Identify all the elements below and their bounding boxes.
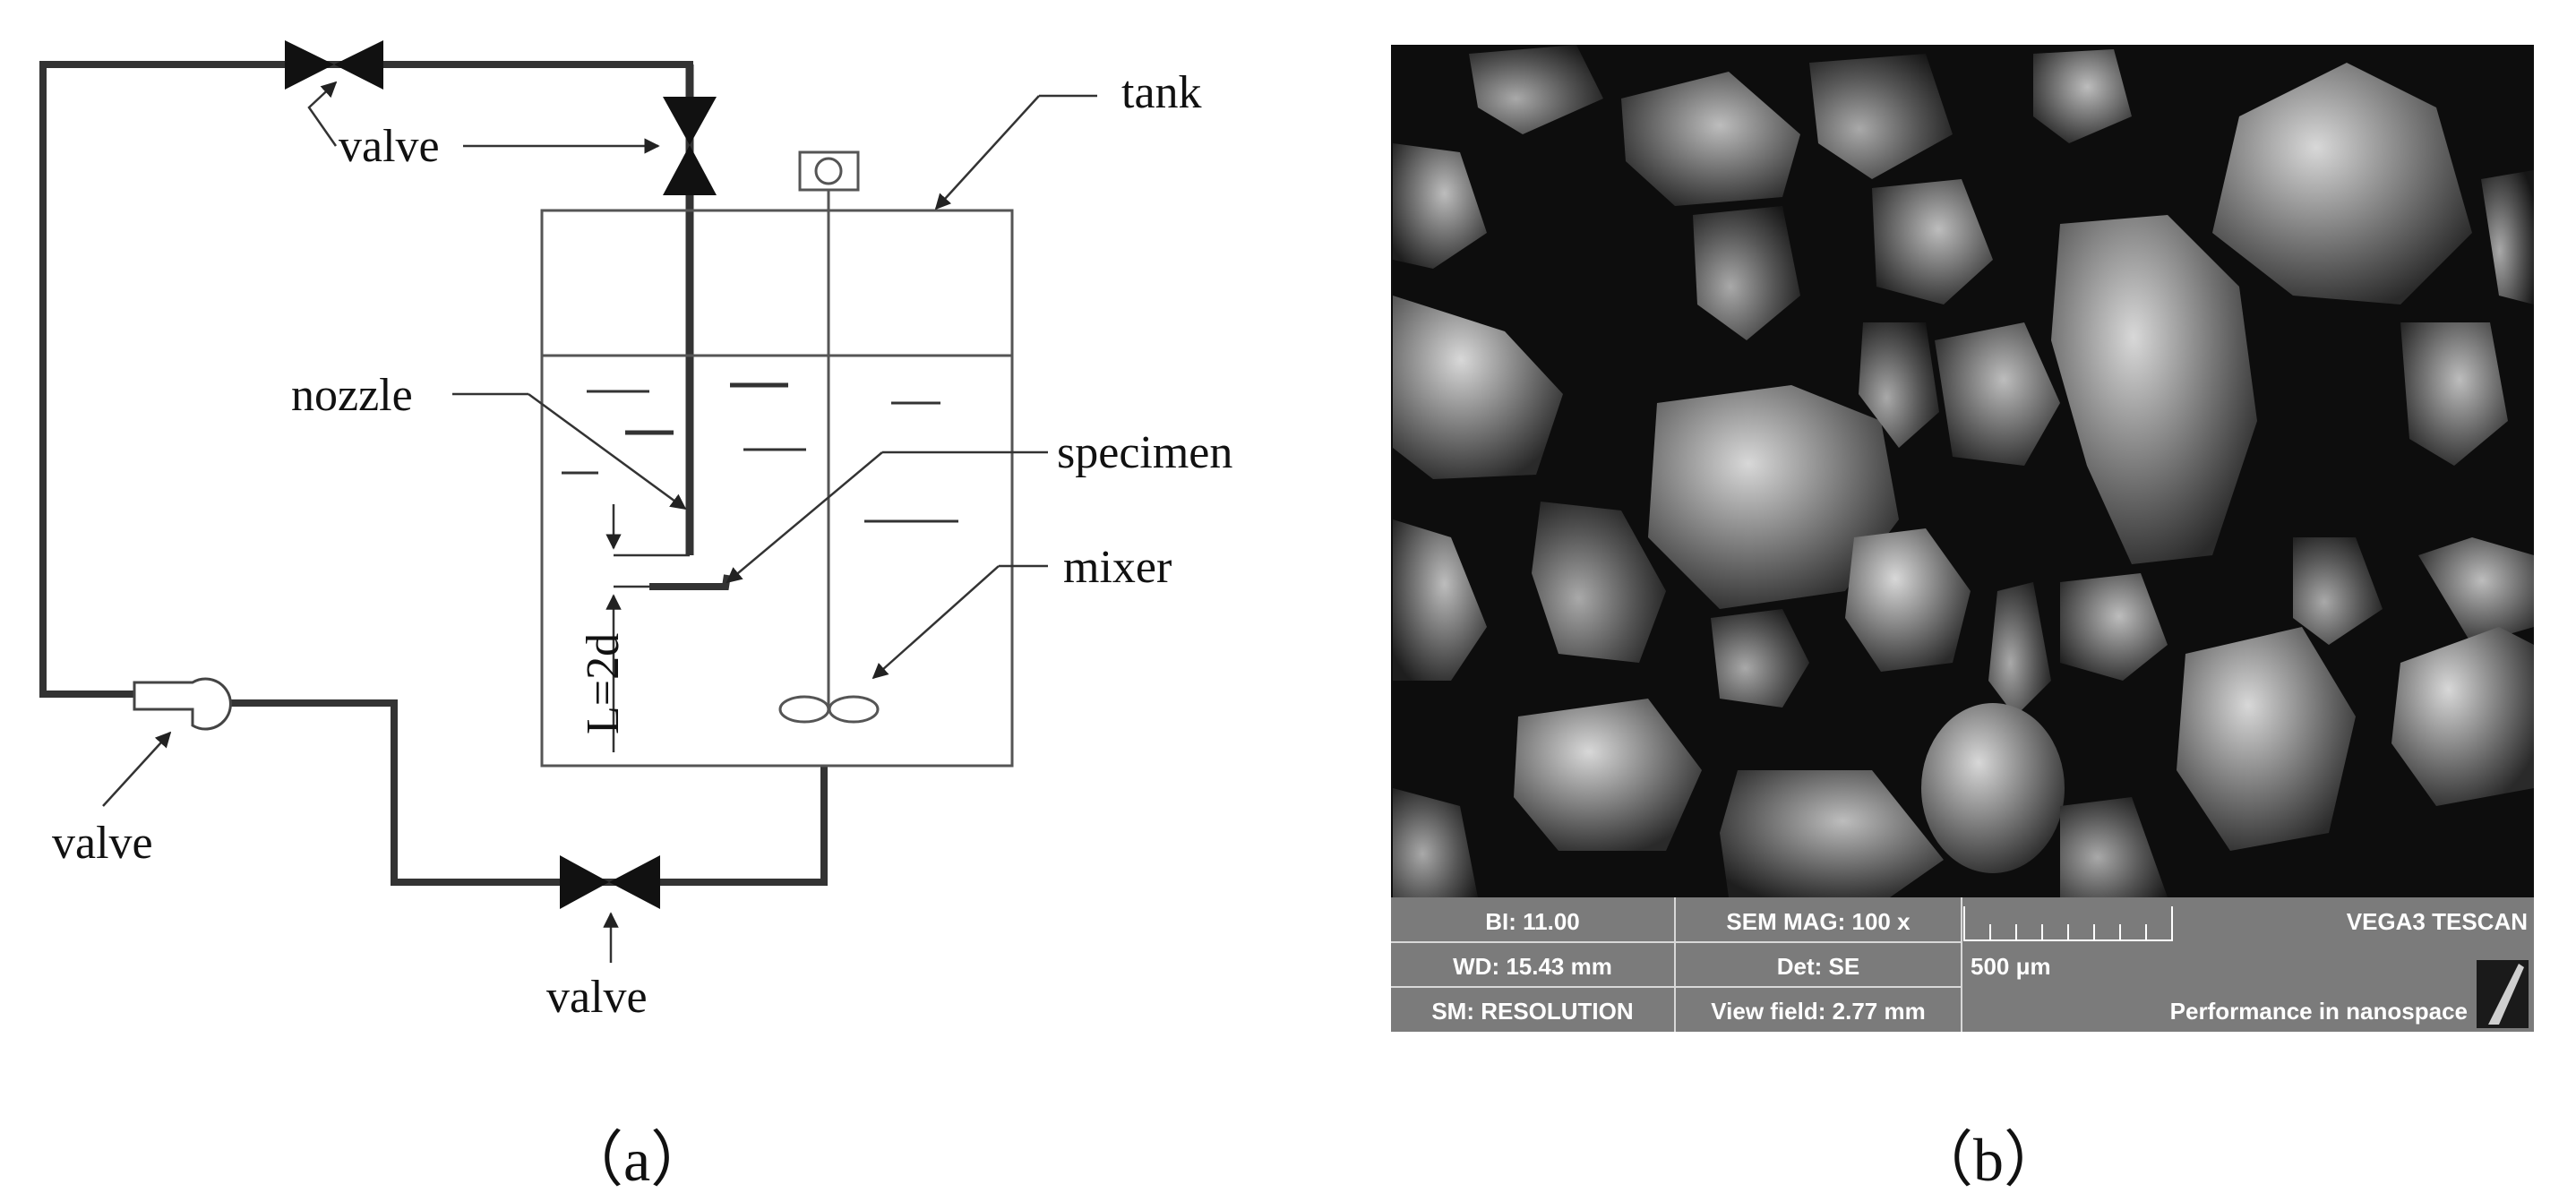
specimen-label: specimen bbox=[1057, 427, 1232, 478]
caption-a: （a） bbox=[562, 1126, 711, 1194]
sem-mag: SEM MAG: 100 x bbox=[1726, 908, 1911, 935]
panel-b-sem-image: BI: 11.00 WD: 15.43 mm SM: RESOLUTION SE… bbox=[1391, 45, 2534, 1194]
specimen-arrow bbox=[726, 451, 883, 584]
valve-top-label: valve bbox=[339, 121, 440, 172]
valve-left-label: valve bbox=[52, 818, 153, 869]
valve-top-horizontal-icon bbox=[285, 40, 383, 90]
valve-top-vertical-icon bbox=[663, 97, 717, 195]
distance-label: L=2d bbox=[578, 633, 629, 734]
sem-det: Det: SE bbox=[1777, 953, 1859, 980]
pump-valve-icon bbox=[133, 677, 232, 731]
sem-info-bar: BI: 11.00 WD: 15.43 mm SM: RESOLUTION SE… bbox=[1391, 897, 2534, 1032]
nozzle-arrow bbox=[528, 392, 687, 510]
caption-b: （b） bbox=[1912, 1126, 2065, 1194]
tank-arrow bbox=[934, 95, 1040, 210]
sem-bi: BI: 11.00 bbox=[1485, 908, 1580, 935]
sem-scale-label: 500 μm bbox=[1971, 953, 2051, 980]
sem-wd: WD: 15.43 mm bbox=[1453, 953, 1612, 980]
valve-bottom-label: valve bbox=[546, 972, 648, 1023]
tescan-logo-icon bbox=[2477, 960, 2529, 1028]
mixer-icon bbox=[778, 150, 880, 724]
sem-slogan: Performance in nanospace bbox=[2170, 998, 2468, 1025]
sand-grains bbox=[1393, 45, 2534, 897]
sem-view-field: View field: 2.77 mm bbox=[1711, 998, 1925, 1025]
specimen bbox=[649, 574, 731, 590]
sem-sm: SM: RESOLUTION bbox=[1431, 998, 1633, 1025]
annotation-arrows bbox=[102, 81, 1097, 963]
return-pipe bbox=[224, 699, 828, 886]
nozzle-label: nozzle bbox=[291, 370, 413, 421]
valve-top-leader bbox=[307, 81, 338, 147]
tank-label: tank bbox=[1121, 67, 1202, 118]
mixer-label: mixer bbox=[1063, 542, 1172, 593]
mixer-arrow bbox=[872, 565, 1000, 680]
panel-a-diagram: tank valve nozzle specimen mixer valve v… bbox=[39, 40, 1232, 1194]
scale-bar bbox=[1963, 906, 2173, 941]
valve-bottom-icon bbox=[560, 855, 660, 909]
sem-brand: VEGA3 TESCAN bbox=[2347, 908, 2528, 935]
water-dashes bbox=[562, 382, 958, 523]
tank-body bbox=[540, 209, 1014, 768]
valve-left-arrow bbox=[102, 731, 172, 807]
